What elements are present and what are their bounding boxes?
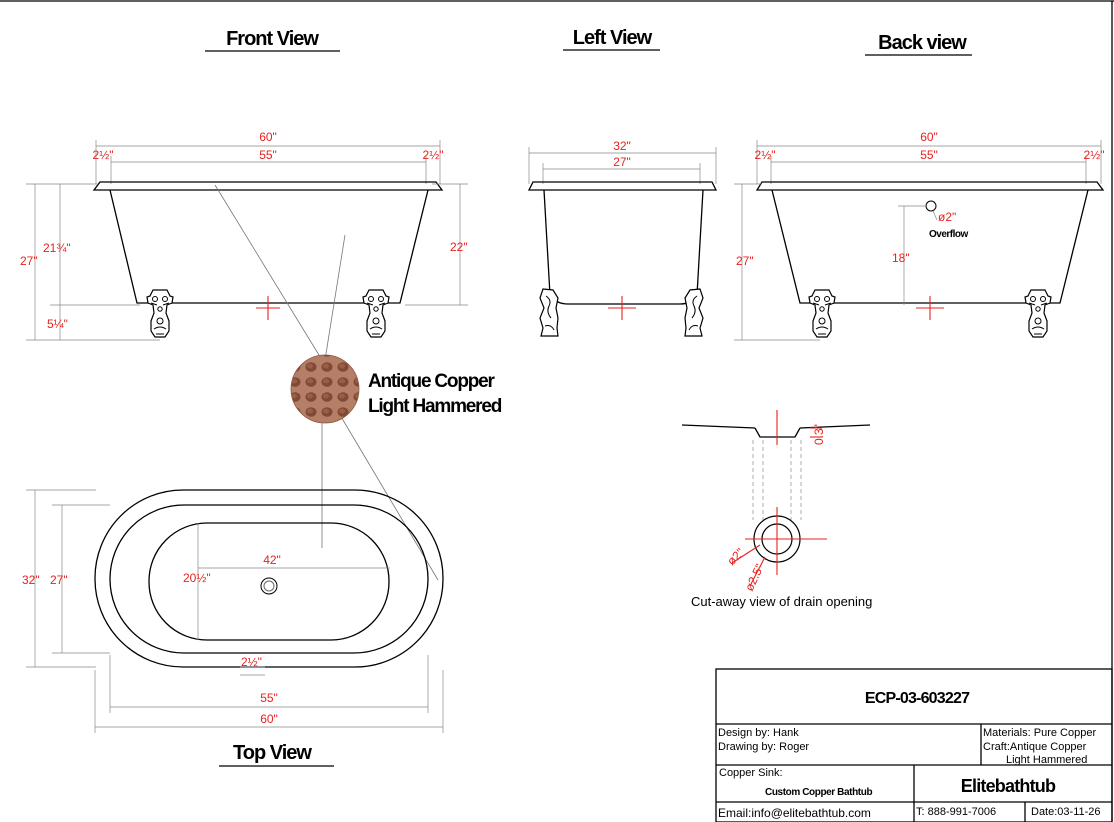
left-inner-width: 27" <box>613 155 631 169</box>
top-overall-length: 60" <box>260 712 278 726</box>
top-view-title: Top View <box>233 742 312 764</box>
back-view-title: Back view <box>878 32 967 54</box>
drain-dia-outer: ø2.5" <box>742 562 767 594</box>
front-view-title: Front View <box>226 28 319 50</box>
drain-dia-inner: ø2" <box>724 545 747 568</box>
copper-swatch <box>290 354 360 424</box>
back-rim-right: 2½" <box>1084 148 1105 162</box>
craft-line1: Craft:Antique Copper <box>983 741 1087 753</box>
front-side-height: 22" <box>450 240 468 254</box>
back-rim-left: 2½" <box>755 148 776 162</box>
contact-email: Email:info@elitebathtub.com <box>718 806 871 820</box>
left-overall-width: 32" <box>613 139 631 153</box>
top-overall-depth: 32" <box>22 573 40 587</box>
drawing-by: Drawing by: Roger <box>718 741 809 753</box>
top-view: 42" 20½" 32" 27" 2½" 55" 60" <box>22 489 444 733</box>
model-number: ECP-03-603227 <box>865 690 970 707</box>
front-rim-right: 2½" <box>423 148 444 162</box>
title-block: ECP-03-603227 Design by: Hank Drawing by… <box>715 668 1113 822</box>
design-by: Design by: Hank <box>718 727 799 739</box>
drain-detail: 0.3" ø2" ø2.5" Cut-away view of drain op… <box>681 410 872 609</box>
top-rim: 2½" <box>241 655 262 669</box>
front-total-height: 27" <box>20 254 38 268</box>
finish-line1: Antique Copper <box>368 371 495 392</box>
finish-callout: Antique Copper Light Hammered <box>214 184 503 581</box>
sink-label: Copper Sink: <box>719 767 783 779</box>
top-inner-depth: 27" <box>50 573 68 587</box>
back-overflow-height: 18" <box>892 251 910 265</box>
back-total-height: 27" <box>736 254 754 268</box>
front-leg-height: 5¼" <box>47 317 68 331</box>
contact-phone: T: 888-991-7006 <box>916 806 996 818</box>
overflow-label: Overflow <box>929 229 969 240</box>
top-basin-length: 42" <box>263 553 281 567</box>
back-overall-width: 60" <box>920 130 938 144</box>
top-basin-width: 20½" <box>183 571 211 585</box>
back-view: 60" 55" 2½" 2½" 27" 18" ø2" Overflow <box>734 130 1105 341</box>
finish-line2: Light Hammered <box>368 396 502 417</box>
front-overall-width: 60" <box>259 130 277 144</box>
front-view: 60" 55" 2½" 2½" 27" 21¾" 5¼" 22" <box>20 130 468 341</box>
overflow-hole <box>925 200 937 212</box>
front-body-height: 21¾" <box>43 241 71 255</box>
left-view-title: Left View <box>573 27 653 49</box>
back-inner-width: 55" <box>920 148 938 162</box>
craft-line2: Light Hammered <box>1006 754 1087 766</box>
drawing-date: Date:03-11-26 <box>1031 806 1101 818</box>
front-inner-width: 55" <box>259 148 277 162</box>
overflow-diameter: ø2" <box>938 210 956 224</box>
sink-name: Custom Copper Bathtub <box>765 787 872 798</box>
drain-depth: 0.3" <box>812 424 826 445</box>
top-inner-length: 55" <box>260 691 278 705</box>
front-rim-left: 2½" <box>93 148 114 162</box>
drain-caption: Cut-away view of drain opening <box>691 594 872 609</box>
left-view: 32" 27" <box>527 139 718 337</box>
brand-name: Elitebathtub <box>961 776 1056 796</box>
materials: Materials: Pure Copper <box>983 727 1096 739</box>
